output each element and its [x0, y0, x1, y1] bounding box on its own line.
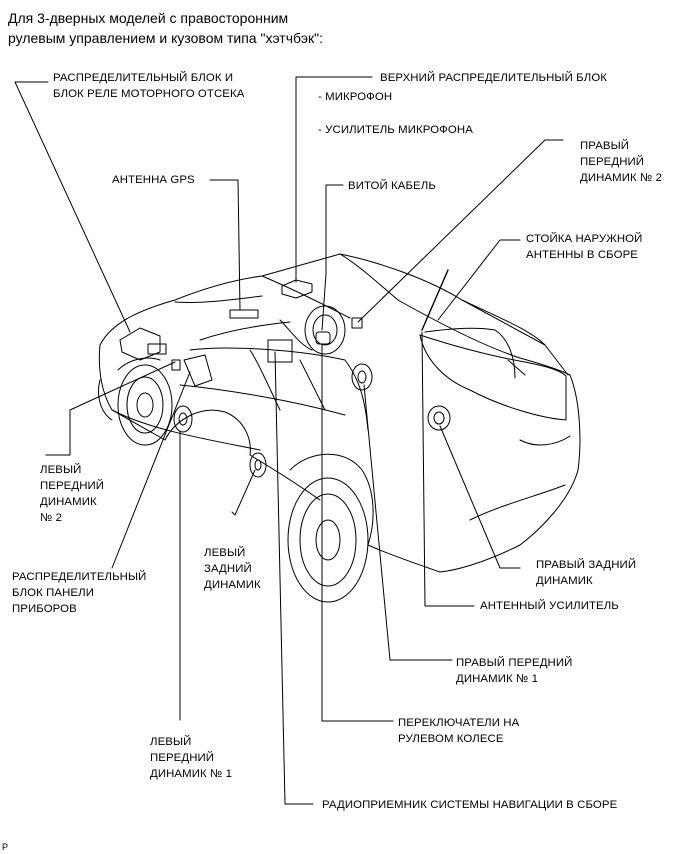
label-right-front-speaker-1: ПРАВЫЙ ПЕРЕДНИЙ ДИНАМИК № 1 — [456, 655, 572, 687]
label-left-front-speaker-2: ЛЕВЫЙ ПЕРЕДНИЙ ДИНАМИК № 2 — [40, 462, 104, 526]
label-right-front-speaker-2: ПРАВЫЙ ПЕРЕДНИЙ ДИНАМИК № 2 — [580, 138, 662, 186]
car-body — [98, 253, 581, 603]
label-line: ПРАВЫЙ — [580, 140, 630, 152]
label-line: ПРАВЫЙ ПЕРЕДНИЙ — [456, 657, 573, 669]
label-right-rear-speaker: ПРАВЫЙ ЗАДНИЙ ДИНАМИК — [536, 557, 636, 589]
leader-lines — [14, 76, 564, 805]
label-line: ЛЕВЫЙ — [40, 464, 82, 476]
label-line: ДИНАМИК — [40, 496, 97, 508]
figure-code: P — [2, 842, 9, 852]
label-line: ДИНАМИК — [536, 575, 593, 587]
label-microphone: - МИКРОФОН — [318, 89, 392, 105]
label-line: ЗАДНИЙ — [204, 563, 252, 575]
label-line: - УСИЛИТЕЛЬ МИКРОФОНА — [318, 124, 473, 136]
label-line: ПЕРЕКЛЮЧАТЕЛИ НА — [398, 717, 520, 729]
title-line-1: Для 3-дверных моделей с правосторонним — [8, 10, 289, 26]
label-left-front-speaker-1: ЛЕВЫЙ ПЕРЕДНИЙ ДИНАМИК № 1 — [150, 734, 232, 782]
label-line: РАСПРЕДЕЛИТЕЛЬНЫЙ — [12, 571, 147, 583]
title-line-2: рулевым управлением и кузовом типа "хэтч… — [8, 30, 323, 46]
diagram-title: Для 3-дверных моделей с правосторонним р… — [8, 8, 323, 48]
label-antenna-amplifier: АНТЕННЫЙ УСИЛИТЕЛЬ — [480, 598, 619, 614]
label-line: ПЕРЕДНИЙ — [580, 156, 645, 168]
label-line: - МИКРОФОН — [318, 91, 393, 103]
label-line: ЛЕВЫЙ — [204, 547, 246, 559]
label-line: ВИТОЙ КАБЕЛЬ — [348, 180, 436, 192]
label-line: БЛОК ПАНЕЛИ — [12, 587, 94, 599]
label-navigation-radio: РАДИОПРИЕМНИК СИСТЕМЫ НАВИГАЦИИ В СБОРЕ — [322, 797, 617, 813]
label-line: ДИНАМИК № 2 — [580, 172, 663, 184]
label-line: ЛЕВЫЙ — [150, 736, 192, 748]
label-line: ПРИБОРОВ — [12, 603, 77, 615]
label-mic-amplifier: - УСИЛИТЕЛЬ МИКРОФОНА — [318, 122, 473, 138]
label-line: БЛОК РЕЛЕ МОТОРНОГО ОТСЕКА — [53, 88, 245, 100]
label-line: РУЛЕВОМ КОЛЕСЕ — [398, 733, 504, 745]
label-engine-relay-block: РАСПРЕДЕЛИТЕЛЬНЫЙ БЛОК И БЛОК РЕЛЕ МОТОР… — [53, 70, 244, 102]
label-line: ВЕРХНИЙ РАСПРЕДЕЛИТЕЛЬНЫЙ БЛОК — [380, 72, 608, 84]
label-spiral-cable: ВИТОЙ КАБЕЛЬ — [348, 178, 436, 194]
label-line: ДИНАМИК № 1 — [456, 673, 539, 685]
label-line: РАСПРЕДЕЛИТЕЛЬНЫЙ БЛОК И — [53, 72, 234, 84]
label-line: ПЕРЕДНИЙ — [40, 480, 105, 492]
label-steering-switches: ПЕРЕКЛЮЧАТЕЛИ НА РУЛЕВОМ КОЛЕСЕ — [398, 715, 519, 747]
label-line: РАДИОПРИЕМНИК СИСТЕМЫ НАВИГАЦИИ В СБОРЕ — [322, 799, 618, 811]
label-instrument-panel-block: РАСПРЕДЕЛИТЕЛЬНЫЙ БЛОК ПАНЕЛИ ПРИБОРОВ — [12, 569, 146, 617]
label-gps-antenna: АНТЕННА GPS — [112, 172, 195, 188]
label-line: ДИНАМИК № 1 — [150, 768, 233, 780]
label-left-rear-speaker: ЛЕВЫЙ ЗАДНИЙ ДИНАМИК — [204, 545, 261, 593]
label-line: АНТЕННА GPS — [112, 174, 195, 186]
label-line: АНТЕННЫ В СБОРЕ — [526, 249, 638, 261]
label-line: ПРАВЫЙ ЗАДНИЙ — [536, 559, 637, 571]
label-line: № 2 — [40, 512, 63, 524]
label-line: ДИНАМИК — [204, 579, 261, 591]
label-line: СТОЙКА НАРУЖНОЙ — [526, 233, 643, 245]
label-line: ПЕРЕДНИЙ — [150, 752, 215, 764]
label-line: АНТЕННЫЙ УСИЛИТЕЛЬ — [480, 600, 619, 612]
label-antenna-pole: СТОЙКА НАРУЖНОЙ АНТЕННЫ В СБОРЕ — [526, 231, 642, 263]
components — [119, 269, 526, 478]
label-upper-block: ВЕРХНИЙ РАСПРЕДЕЛИТЕЛЬНЫЙ БЛОК — [380, 70, 607, 86]
